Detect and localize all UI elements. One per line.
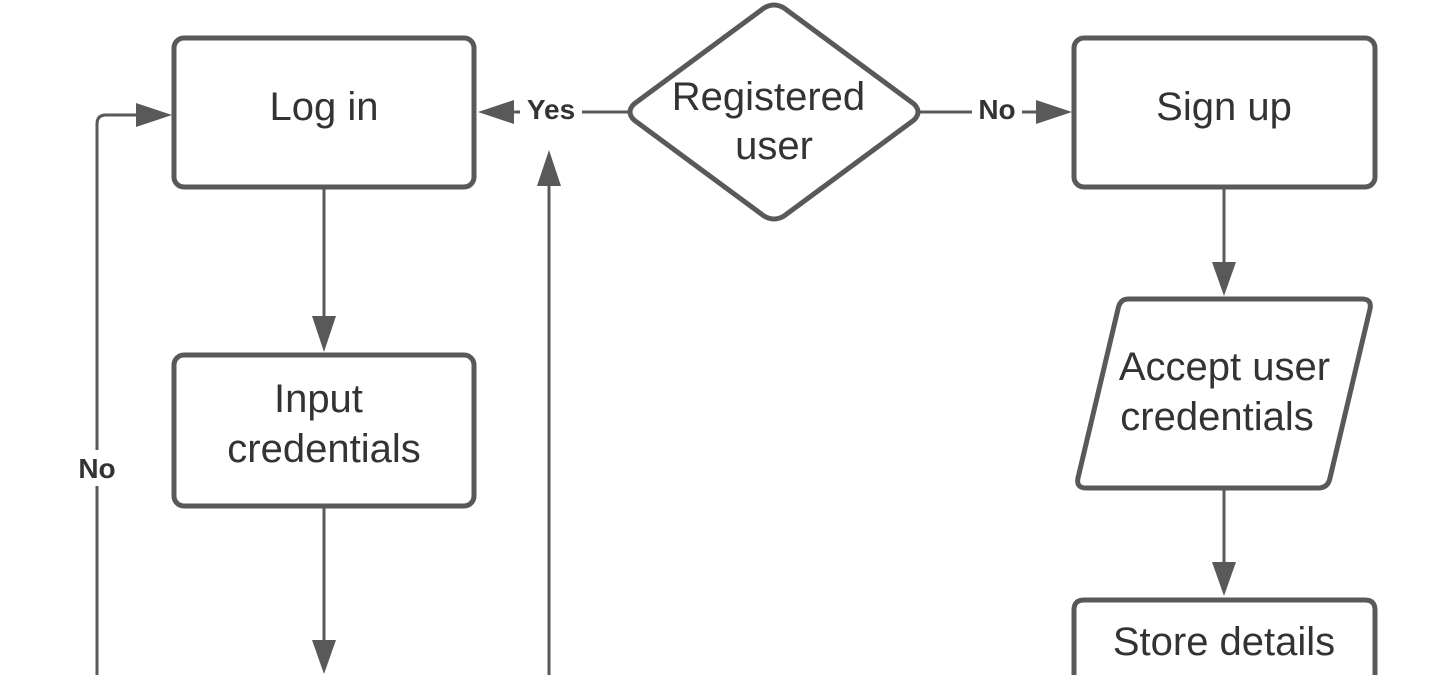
arrowhead-return-up <box>537 150 561 186</box>
edge-label-no-signup: No <box>978 94 1015 125</box>
svg-text:Log in: Log in <box>270 85 379 129</box>
arrowhead-input-down <box>312 640 336 674</box>
arrowhead-accept <box>1212 262 1236 296</box>
svg-text:Registered user: Registered user <box>672 75 877 168</box>
node-log-in-label: Log in <box>270 85 379 129</box>
node-registered-user: Registered user <box>627 2 921 222</box>
svg-text:Input credentials: Input credentials <box>227 377 420 471</box>
svg-text:Store details: Store details <box>1113 620 1335 664</box>
edge-input-to-next <box>312 508 336 674</box>
node-sign-up: Sign up <box>1071 35 1378 190</box>
node-log-in: Log in <box>171 35 477 190</box>
arrowhead-input <box>312 316 336 352</box>
edge-label-no-retry: No <box>78 453 115 484</box>
arrowhead-retry-login <box>136 103 172 127</box>
edge-registered-to-login: Yes <box>478 93 628 129</box>
node-registered-user-line-1: Registered <box>672 75 865 119</box>
edge-retry-loop: No <box>72 103 172 675</box>
node-input-credentials: Input credentials <box>171 352 477 509</box>
node-input-credentials-line-2: credentials <box>227 427 420 471</box>
edge-signup-to-accept <box>1212 188 1236 296</box>
arrowhead-login-yes <box>478 100 514 124</box>
arrowhead-store <box>1212 562 1236 596</box>
edge-registered-to-signup: No <box>920 93 1072 129</box>
node-accept-user-credentials-line-1: Accept user <box>1119 345 1330 389</box>
node-accept-user-credentials-line-2: credentials <box>1120 395 1313 439</box>
edge-return-to-yes-branch <box>537 150 561 675</box>
arrowhead-signup-no <box>1036 100 1072 124</box>
node-store-details: Store details <box>1071 597 1378 675</box>
node-input-credentials-line-1: Input <box>274 377 363 421</box>
node-store-details-label: Store details <box>1113 620 1335 664</box>
edge-login-to-input <box>312 188 336 352</box>
node-registered-user-line-2: user <box>735 124 813 168</box>
svg-text:Accept user credentials: Accept user credentials <box>1119 345 1341 439</box>
edge-label-yes: Yes <box>527 94 575 125</box>
edge-accept-to-store <box>1212 488 1236 596</box>
svg-text:Sign up: Sign up <box>1156 85 1292 129</box>
node-accept-user-credentials: Accept user credentials <box>1075 296 1373 491</box>
node-sign-up-label: Sign up <box>1156 85 1292 129</box>
